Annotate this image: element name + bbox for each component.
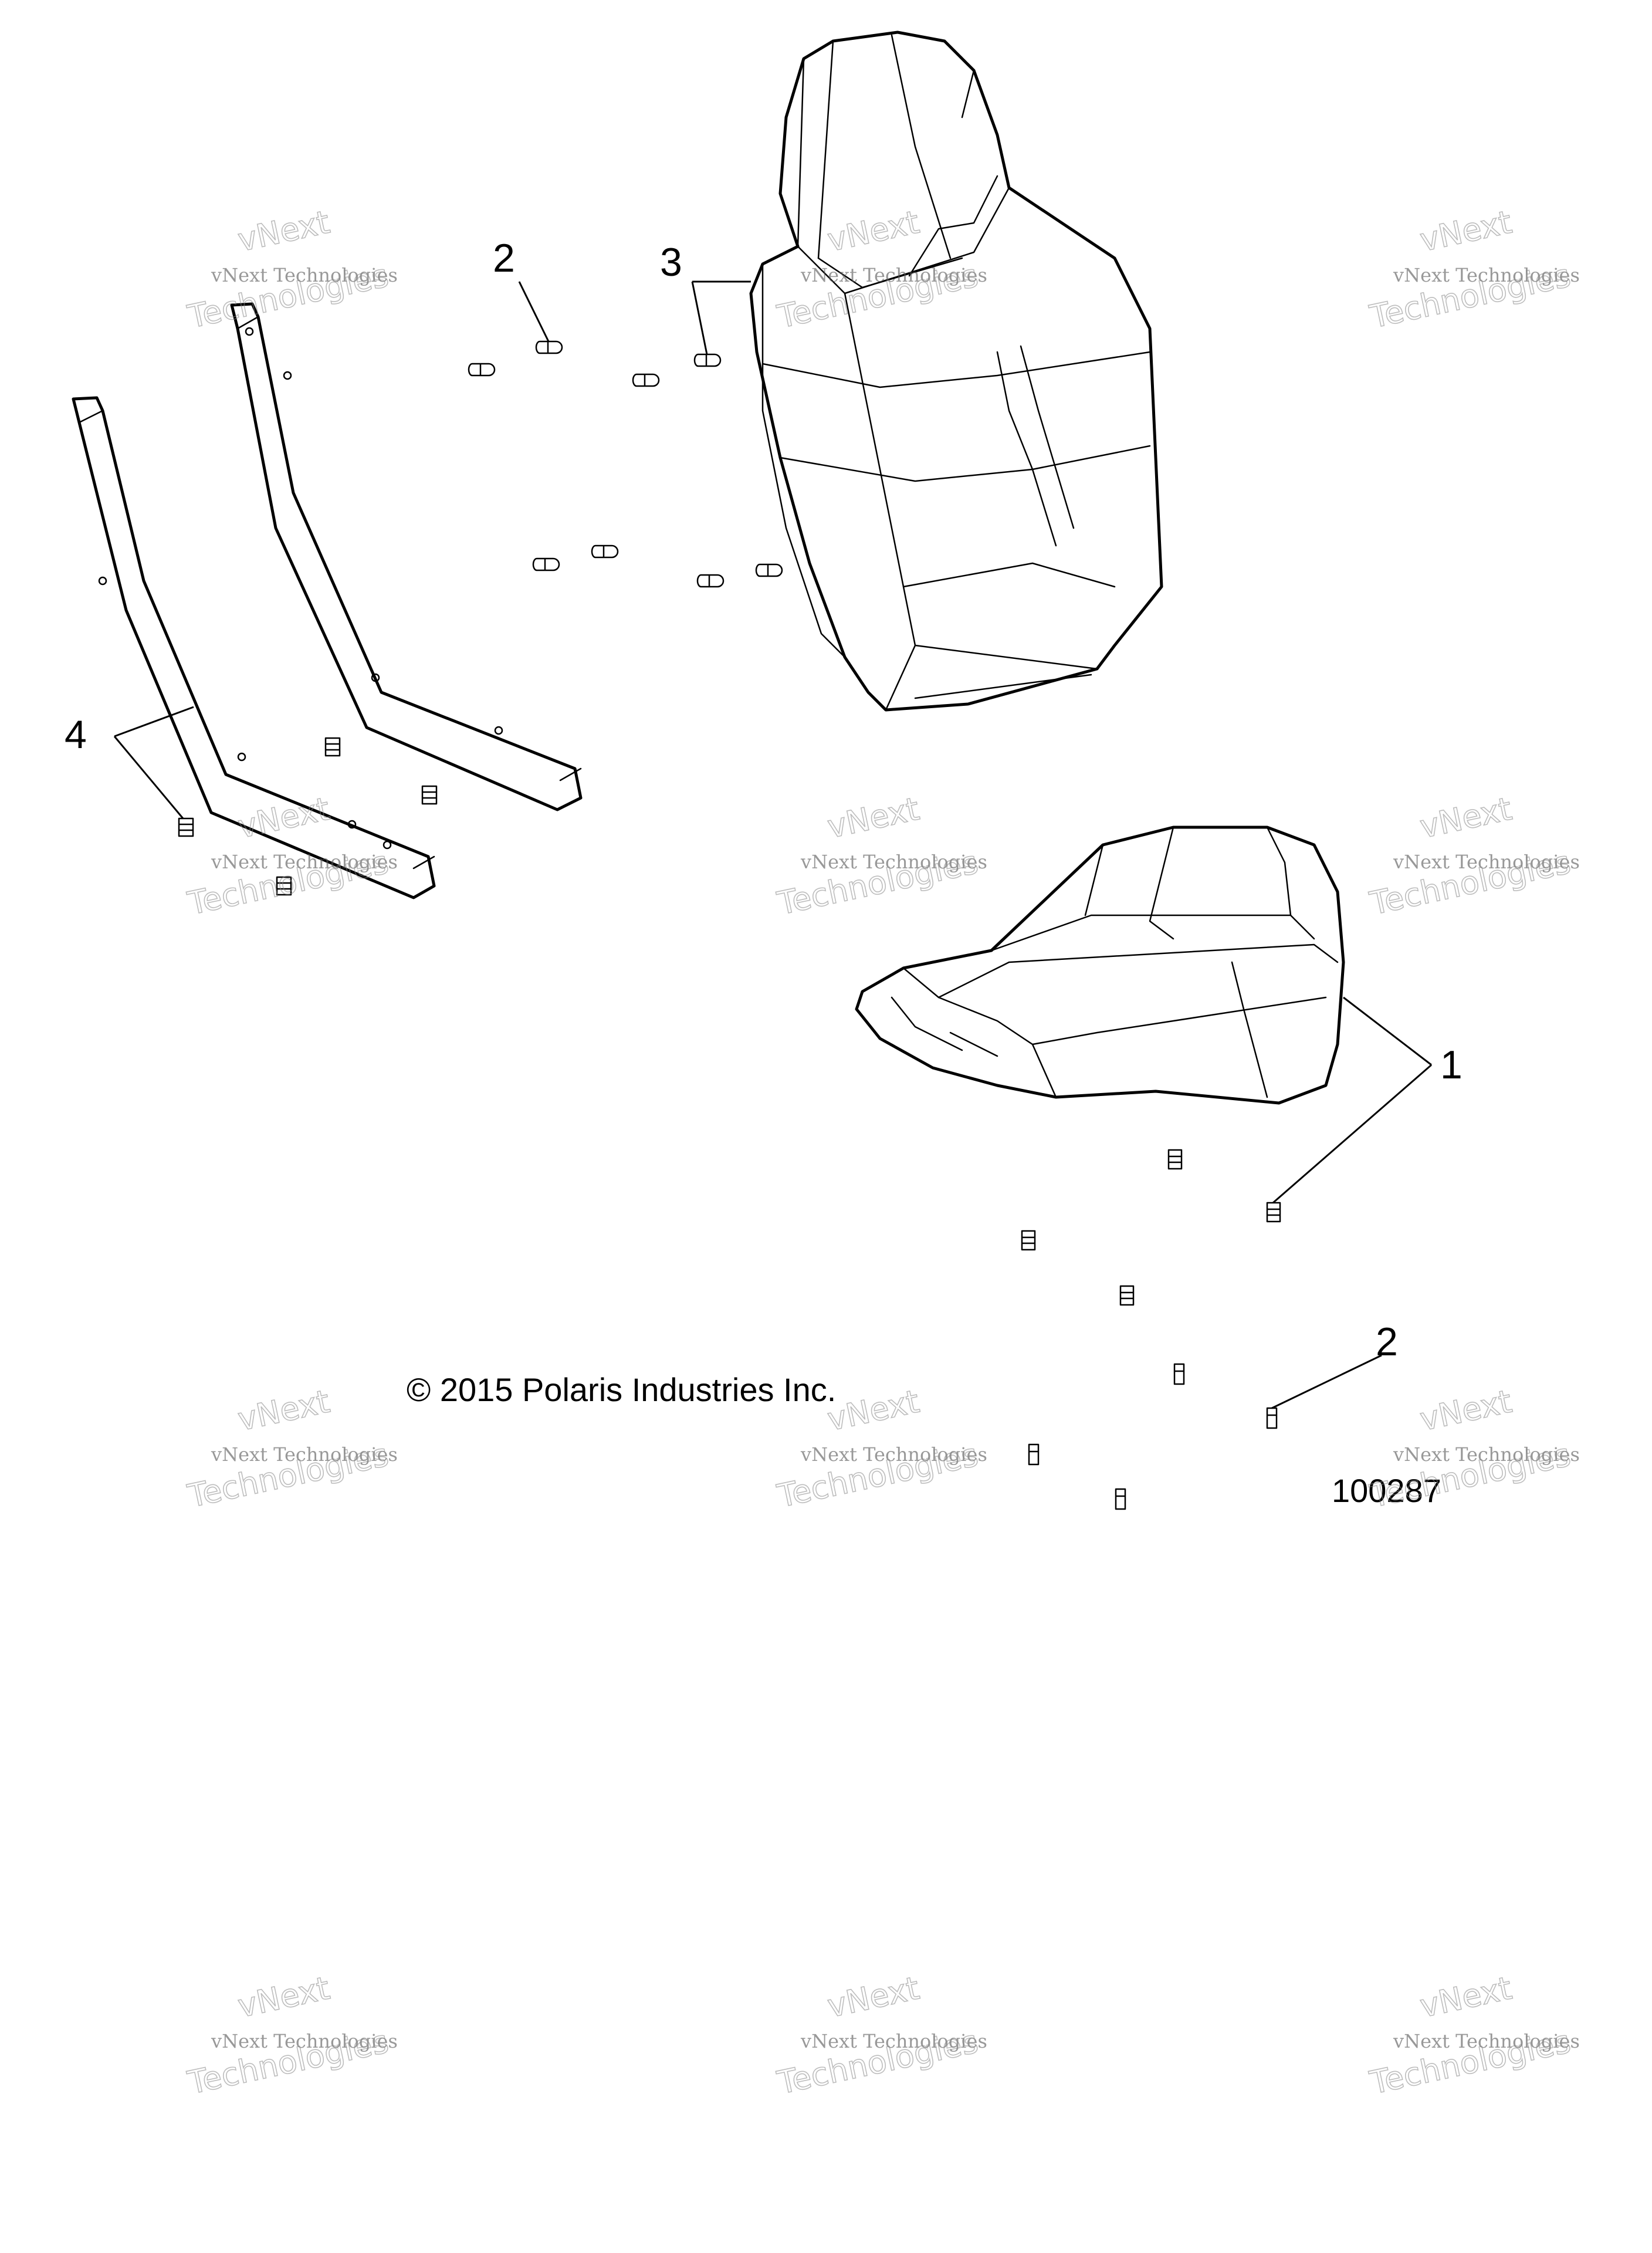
fastener: [532, 557, 560, 571]
seat-back: [749, 31, 1163, 712]
fastener: [1028, 1443, 1040, 1466]
callout-2-bottom: 2: [1376, 1320, 1398, 1364]
seat-frame-bracket-front: [72, 396, 436, 899]
svg-text:vNext Technologies: vNext Technologies: [211, 2030, 398, 2052]
callout-3: 3: [660, 240, 682, 285]
fastener: [1115, 1488, 1126, 1510]
fastener: [755, 563, 783, 577]
svg-text:vNext Technologies: vNext Technologies: [1393, 851, 1580, 873]
watermark: vNext vNext Technologies Technologies: [1366, 1382, 1580, 1515]
svg-text:vNext: vNext: [1417, 1970, 1515, 2025]
svg-text:vNext: vNext: [1417, 1383, 1515, 1438]
callout-2-top: 2: [493, 236, 515, 280]
watermark: vNext vNext Technologies Technologies: [773, 203, 987, 336]
fastener: [591, 544, 619, 559]
fastener: [1021, 1230, 1036, 1251]
svg-text:vNext: vNext: [824, 204, 922, 259]
figure-number: 100287: [1332, 1472, 1441, 1509]
fastener: [696, 574, 725, 588]
svg-text:vNext: vNext: [235, 790, 333, 845]
fastener: [535, 340, 563, 354]
watermark: vNext vNext Technologies Technologies: [773, 1969, 987, 2102]
fastener: [178, 817, 194, 837]
leader-lines: [113, 280, 1432, 1409]
svg-text:vNext Technologies: vNext Technologies: [800, 2030, 987, 2052]
svg-text:vNext: vNext: [235, 1970, 333, 2025]
svg-text:vNext Technologies: vNext Technologies: [1393, 2030, 1580, 2052]
callout-4: 4: [65, 712, 87, 757]
watermark: vNext vNext Technologies Technologies: [184, 203, 398, 336]
svg-text:vNext: vNext: [235, 204, 333, 259]
watermark: vNext vNext Technologies Technologies: [1366, 790, 1580, 923]
callouts: 2 3 4 1 2: [65, 236, 1463, 1364]
svg-text:vNext Technologies: vNext Technologies: [800, 264, 987, 286]
svg-text:vNext: vNext: [1417, 204, 1515, 259]
watermark: vNext vNext Technologies Technologies: [1366, 203, 1580, 336]
watermark: vNext vNext Technologies Technologies: [184, 1969, 398, 2102]
svg-text:vNext: vNext: [235, 1383, 333, 1438]
copyright-notice: © 2015 Polaris Industries Inc.: [407, 1371, 836, 1408]
svg-text:vNext Technologies: vNext Technologies: [1393, 264, 1580, 286]
svg-text:vNext Technologies: vNext Technologies: [211, 851, 398, 873]
fastener: [632, 373, 660, 387]
svg-text:vNext Technologies: vNext Technologies: [211, 264, 398, 286]
fastener: [693, 353, 722, 367]
fastener: [421, 785, 438, 805]
svg-text:vNext Technologies: vNext Technologies: [1393, 1443, 1580, 1466]
svg-text:vNext Technologies: vNext Technologies: [800, 851, 987, 873]
svg-text:vNext: vNext: [824, 1970, 922, 2025]
svg-text:vNext: vNext: [824, 1383, 922, 1438]
fastener: [276, 876, 292, 896]
fastener: [1173, 1363, 1185, 1385]
svg-text:vNext: vNext: [1417, 790, 1515, 845]
svg-text:vNext: vNext: [824, 790, 922, 845]
watermark: vNext vNext Technologies Technologies: [773, 790, 987, 923]
fastener: [1167, 1149, 1183, 1170]
watermark: vNext vNext Technologies Technologies: [184, 1382, 398, 1515]
fastener: [468, 363, 496, 377]
seat-frame-bracket-rear: [230, 302, 583, 811]
watermark: vNext vNext Technologies Technologies: [1366, 1969, 1580, 2102]
fastener: [1266, 1202, 1281, 1223]
fastener: [324, 737, 341, 757]
fastener: [1119, 1285, 1135, 1306]
svg-text:vNext Technologies: vNext Technologies: [211, 1443, 398, 1466]
fastener: [1266, 1407, 1278, 1429]
seat-cushion: [855, 826, 1345, 1105]
fasteners: [178, 340, 1281, 1510]
watermarks: vNext vNext Technologies Technologies vN…: [184, 203, 1580, 2102]
callout-1: 1: [1440, 1043, 1463, 1087]
watermark: vNext vNext Technologies Technologies: [184, 790, 398, 923]
svg-text:vNext Technologies: vNext Technologies: [800, 1443, 987, 1466]
